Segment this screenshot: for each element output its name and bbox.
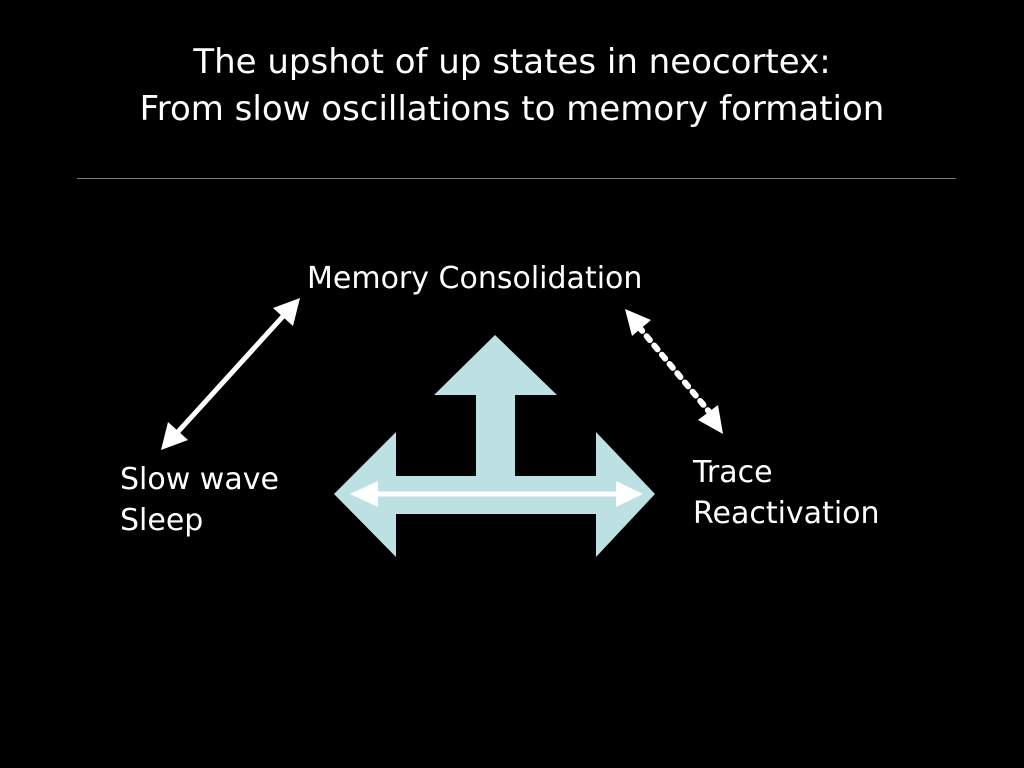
title-divider xyxy=(77,178,956,179)
node-trace-reactivation-line-2: Reactivation xyxy=(693,496,880,531)
node-memory-consolidation: Memory Consolidation xyxy=(307,261,643,296)
node-trace-reactivation-line-1: Trace xyxy=(693,455,773,490)
arrow-consolidation-to-trace-dotted xyxy=(625,309,723,434)
arrow-sleep-to-consolidation xyxy=(161,298,300,450)
node-slow-wave-sleep-line-2: Sleep xyxy=(120,503,204,538)
slide-title-line-2: From slow oscillations to memory formati… xyxy=(139,89,885,129)
node-slow-wave-sleep: Slow wave Sleep xyxy=(120,459,279,541)
slide-title-line-1: The upshot of up states in neocortex: xyxy=(193,42,831,82)
inner-double-arrow xyxy=(350,481,643,507)
node-slow-wave-sleep-line-1: Slow wave xyxy=(120,462,279,497)
block-arrow-three-way xyxy=(334,335,655,557)
node-trace-reactivation: Trace Reactivation xyxy=(693,452,880,534)
